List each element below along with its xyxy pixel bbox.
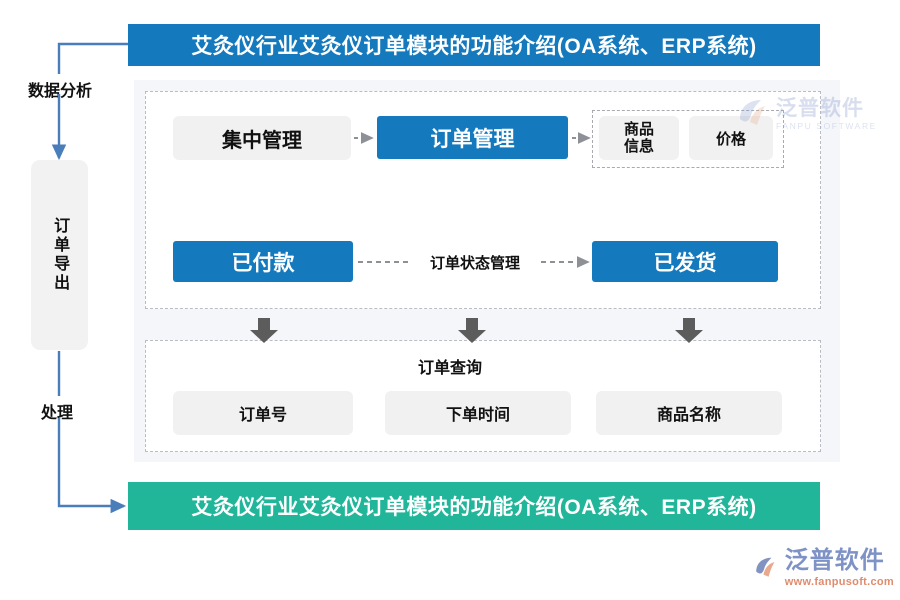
label-processing: 处理 — [38, 398, 77, 424]
watermark: 泛普软件 FANPU SOFTWARE — [737, 88, 897, 140]
watermark-en: FANPU SOFTWARE — [776, 120, 877, 131]
node-centralized-management[interactable]: 集中管理 — [173, 116, 351, 160]
footer-banner: 艾灸仪行业艾灸仪订单模块的功能介绍(OA系统、ERP系统) — [128, 482, 820, 530]
node-order-management[interactable]: 订单管理 — [377, 116, 568, 159]
brand-logo: 泛普软件 www.fanpusoft.com — [754, 543, 894, 593]
node-order-export-label: 订单导出 — [51, 217, 69, 293]
left-flow-rail: 订单导出 数据分析 处理 — [0, 0, 140, 600]
header-banner: 艾灸仪行业艾灸仪订单模块的功能介绍(OA系统、ERP系统) — [128, 24, 820, 66]
rail-line-bottom-b — [57, 418, 127, 514]
attributes-dashed-group — [592, 110, 784, 168]
label-data-analysis: 数据分析 — [25, 76, 96, 102]
label-order-status-management: 订单状态管理 — [429, 255, 520, 272]
node-paid[interactable]: 已付款 — [173, 241, 353, 282]
node-order-time[interactable]: 下单时间 — [385, 391, 571, 435]
rail-line-top-a — [57, 42, 128, 74]
label-order-query: 订单查询 — [417, 360, 482, 377]
node-goods-name[interactable]: 商品名称 — [596, 391, 782, 435]
node-order-export[interactable]: 订单导出 — [31, 160, 88, 350]
node-price[interactable]: 价格 — [689, 116, 773, 160]
fanpu-brand-icon — [756, 557, 775, 577]
watermark-cn: 泛普软件 — [776, 96, 864, 120]
node-order-number[interactable]: 订单号 — [173, 391, 353, 435]
brand-name: 泛普软件 — [784, 546, 885, 574]
node-goods-info[interactable]: 商品 信息 — [599, 116, 679, 160]
brand-url: www.fanpusoft.com — [784, 575, 894, 588]
fanpu-logo-icon — [740, 100, 765, 125]
node-shipped[interactable]: 已发货 — [592, 241, 778, 282]
